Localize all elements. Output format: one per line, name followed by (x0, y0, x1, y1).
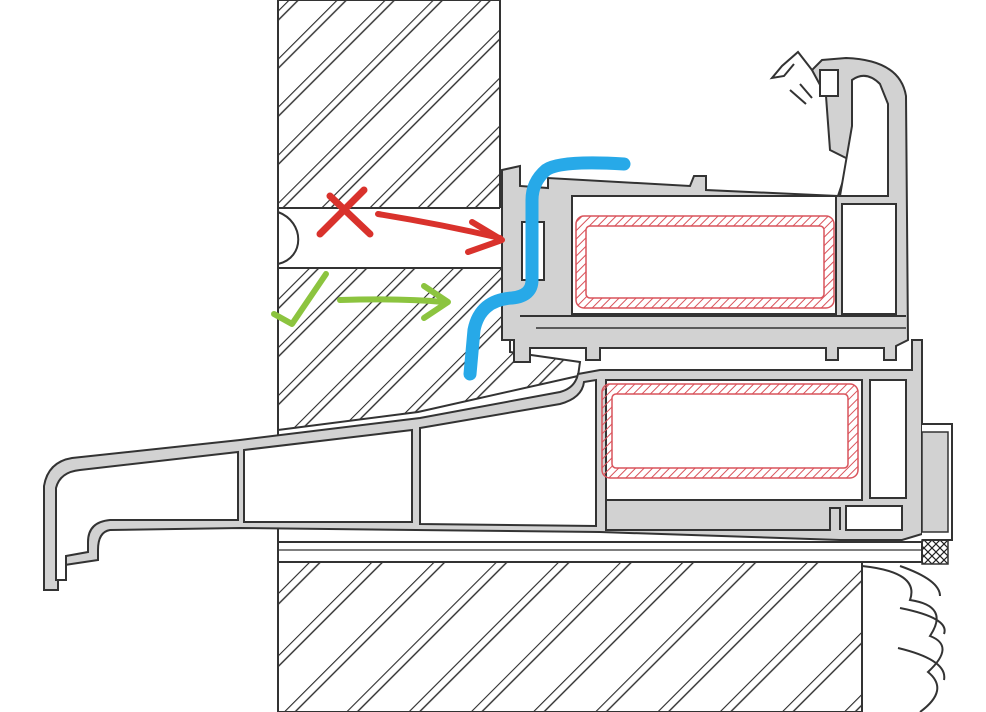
wrong-path-arrow (375, 211, 505, 255)
seal-line (463, 156, 631, 381)
reinforcement-lower (601, 383, 859, 479)
lower-wall (277, 561, 863, 712)
frame-profile (501, 50, 910, 363)
check-mark-icon (271, 271, 329, 327)
insulation (861, 565, 946, 712)
correct-path-arrow (337, 283, 451, 321)
base-board (277, 539, 949, 565)
cross-mark-icon (316, 186, 374, 238)
reinforcement-upper (575, 215, 835, 309)
upper-wall (277, 0, 501, 209)
